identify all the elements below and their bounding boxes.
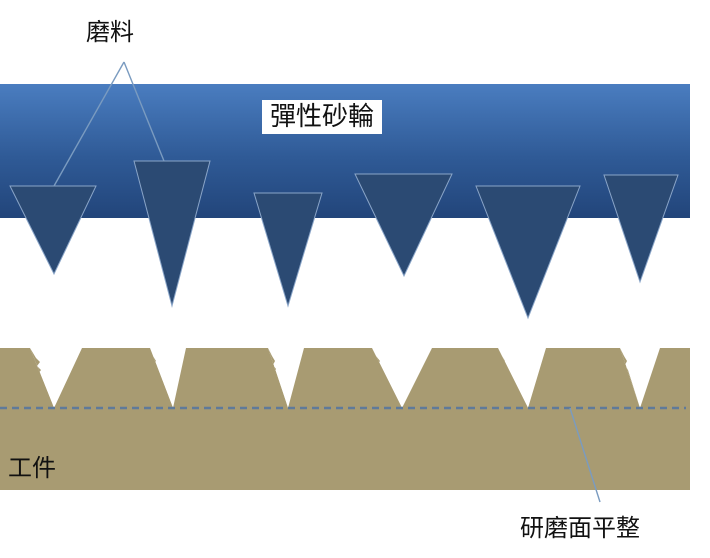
abrasive-leader-right xyxy=(123,61,165,162)
abrasive-grains xyxy=(9,160,679,320)
abrasive-leader-left xyxy=(53,61,125,187)
elastic-wheel-label: 彈性砂輪 xyxy=(262,100,383,134)
abrasive-grain-4 xyxy=(354,173,453,278)
abrasive-label: 磨料 xyxy=(86,18,134,46)
flat-surface-label: 研磨面平整 xyxy=(520,514,640,542)
workpiece-label: 工件 xyxy=(8,454,56,482)
workpiece-body xyxy=(0,348,690,490)
abrasive-grain-2 xyxy=(133,160,211,308)
abrasive-grain-6 xyxy=(603,174,679,284)
leader-lines xyxy=(53,61,601,503)
abrasive-grain-5 xyxy=(475,185,581,320)
groove-edge-texture xyxy=(30,348,640,408)
abrasive-grain-3 xyxy=(253,192,323,308)
abrasive-grain-1 xyxy=(9,185,97,276)
flat-surface-leader xyxy=(569,407,601,503)
